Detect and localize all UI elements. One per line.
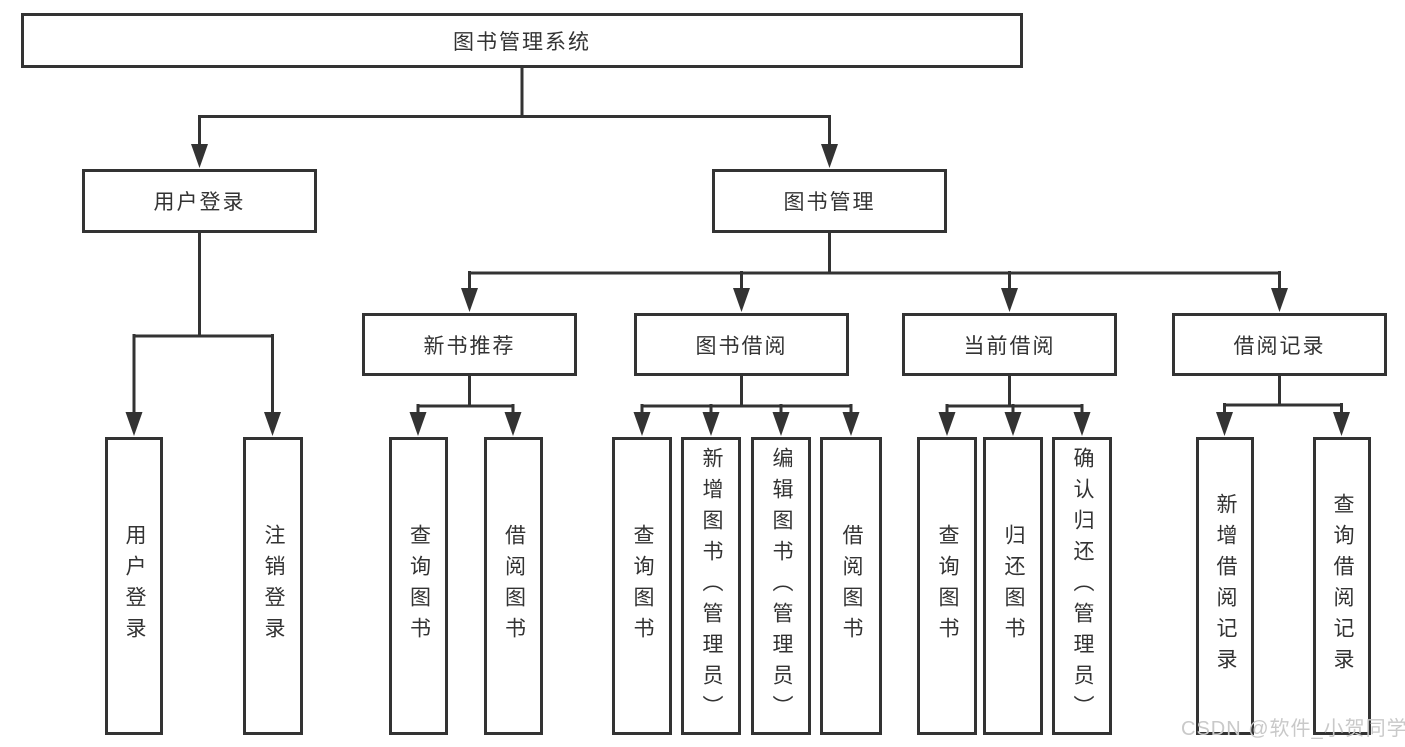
leaf-recommend-query-books: 查询图书 [389,437,448,735]
arrowhead [1001,288,1018,312]
leaf-label: 用户登录 [123,524,146,648]
csdn-watermark: CSDN @软件_小贺同学 [1181,718,1405,740]
arrowhead [821,144,838,168]
node-new-book-recommend: 新书推荐 [362,313,577,376]
leaf-records-add-borrow-record: 新增借阅记录 [1196,437,1254,735]
node-library-management-system: 图书管理系统 [21,13,1023,68]
node-label: 新书推荐 [423,334,516,358]
node-label: 用户登录 [153,191,246,214]
arrowhead [842,412,860,436]
arrowhead [633,412,651,436]
leaf-label: 确认归还（管理员） [1071,446,1094,726]
arrowhead [1333,412,1350,436]
arrowhead [504,412,522,436]
leaf-current-query-books: 查询图书 [917,437,977,735]
leaf-borrowing-add-books-admin: 新增图书（管理员） [681,437,741,735]
leaf-recommend-borrow-books: 借阅图书 [484,437,543,735]
arrowhead [461,288,478,312]
leaf-current-return-books: 归还图书 [983,437,1043,735]
arrowhead [938,412,956,436]
arrowhead [1271,288,1288,312]
leaf-current-confirm-return-admin: 确认归还（管理员） [1052,437,1112,735]
node-label: 图书管理系统 [453,30,591,54]
leaf-label: 借阅图书 [502,524,526,648]
node-label: 图书管理 [783,191,876,214]
arrowhead [1216,412,1233,436]
arrowhead [733,288,750,312]
node-book-management: 图书管理 [712,169,947,233]
leaf-label: 归还图书 [1002,524,1025,648]
node-book-borrowing: 图书借阅 [634,313,849,376]
node-user-login: 用户登录 [82,169,317,233]
leaf-borrowing-edit-books-admin: 编辑图书（管理员） [751,437,811,735]
arrowhead [125,412,143,436]
leaf-borrowing-query-books: 查询图书 [612,437,672,735]
leaf-label: 借阅图书 [840,524,863,648]
leaf-logout-login: 注销登录 [243,437,303,735]
arrowhead [1073,412,1091,436]
leaf-label: 查询借阅记录 [1331,493,1354,679]
leaf-label: 查询图书 [936,524,959,648]
node-label: 图书借阅 [695,334,788,358]
node-label: 借阅记录 [1233,334,1326,358]
arrowhead [772,412,790,436]
leaf-label: 注销登录 [262,524,285,648]
leaf-user-login: 用户登录 [105,437,163,735]
leaf-label: 查询图书 [407,524,431,648]
node-borrowing-records: 借阅记录 [1172,313,1387,376]
leaf-label: 编辑图书（管理员） [770,446,793,726]
leaf-borrowing-borrow-books: 借阅图书 [820,437,882,735]
leaf-label: 新增借阅记录 [1214,493,1237,679]
leaf-label: 查询图书 [631,524,654,648]
arrowhead [264,412,281,436]
arrowhead [1004,412,1022,436]
leaf-records-query-borrow-record: 查询借阅记录 [1313,437,1371,735]
leaf-label: 新增图书（管理员） [700,446,723,726]
arrowhead [702,412,720,436]
arrowhead [409,412,427,436]
node-current-borrowing: 当前借阅 [902,313,1117,376]
node-label: 当前借阅 [963,334,1056,358]
arrowhead [191,144,208,168]
